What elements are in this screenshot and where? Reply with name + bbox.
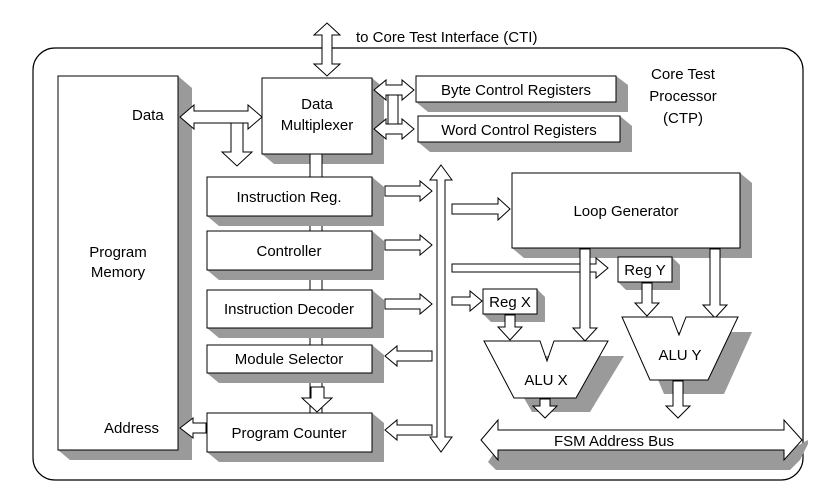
controller-block (206, 230, 373, 271)
fsm-address-bus (480, 418, 803, 462)
reg-x-label: Reg X (489, 294, 531, 311)
reg-y-label: Reg Y (624, 262, 665, 279)
mux-byte-reg-arrow (373, 78, 415, 102)
data-port-label: Data (132, 107, 164, 124)
alu-y-label: ALU Y (658, 347, 701, 364)
controller-label: Controller (256, 243, 321, 260)
bus-to-selector-arrow (384, 344, 433, 368)
program-counter-label: Program Counter (231, 425, 346, 442)
bus-to-loopgen-arrow (451, 196, 511, 222)
instruction-reg-label: Instruction Reg. (236, 189, 341, 206)
fsm-address-bus-label: FSM Address Bus (554, 433, 674, 450)
processor-label-line1: Core Test (651, 66, 716, 83)
address-port-label: Address (104, 420, 159, 437)
instruction-decoder-block (206, 289, 373, 329)
alu-y-block (621, 316, 739, 381)
data-bus-arrow (179, 103, 263, 131)
processor-boundary (32, 47, 804, 481)
program-counter-block (206, 412, 373, 453)
loop-generator-block (511, 172, 741, 249)
internal-bus (429, 164, 453, 453)
selector-to-pc-arrow (300, 386, 334, 413)
byte-control-registers-block (415, 75, 617, 103)
reg-x-block (482, 288, 538, 315)
program-memory-label-line1: Program (89, 244, 147, 261)
module-selector-label: Module Selector (235, 351, 343, 368)
loop-generator-label: Loop Generator (573, 203, 678, 220)
processor-label-line3: (CTP) (663, 110, 703, 127)
cti-label: to Core Test Interface (CTI) (356, 29, 537, 46)
aluy-to-bus-arrow (664, 380, 692, 419)
word-control-registers-label: Word Control Registers (441, 122, 597, 139)
program-memory-label-line2: Memory (91, 264, 146, 281)
byte-control-registers-label: Byte Control Registers (441, 82, 591, 99)
mux-word-reg-arrow (373, 117, 415, 141)
instruction-decoder-label: Instruction Decoder (224, 301, 354, 318)
data-to-ireg-arrow (220, 122, 254, 167)
loopgen-to-alux-arrow (571, 248, 599, 342)
reg-y-block (617, 256, 673, 283)
alux-to-bus-arrow (531, 398, 559, 419)
cti-arrow (312, 22, 342, 77)
bus-to-regx-arrow (451, 289, 483, 313)
program-memory-block (57, 75, 179, 451)
pc-to-address-arrow (179, 416, 207, 440)
fsm-address-bus-shadow (488, 440, 808, 470)
bus-to-pc-arrow (384, 418, 433, 442)
data-multiplexer-block (261, 77, 373, 155)
program-memory-shadow (58, 76, 192, 460)
ireg-to-bus-arrow (384, 179, 433, 203)
bus-to-regy-arrow (451, 256, 609, 280)
processor-label-line2: Processor (649, 88, 717, 105)
decoder-bus-arrow (384, 292, 433, 316)
instruction-reg-block (206, 176, 373, 217)
regy-to-aluy-arrow (633, 282, 661, 317)
data-multiplexer-label-line1: Data (301, 96, 333, 113)
data-multiplexer-label-line2: Multiplexer (281, 117, 354, 134)
controller-bus-arrow (384, 233, 433, 257)
alu-x-block (483, 340, 609, 399)
loopgen-to-aluy-arrow (701, 248, 729, 319)
word-control-registers-block (417, 115, 621, 143)
alu-x-label: ALU X (524, 372, 567, 389)
regx-to-alux-arrow (496, 314, 524, 341)
module-selector-block (206, 344, 373, 374)
